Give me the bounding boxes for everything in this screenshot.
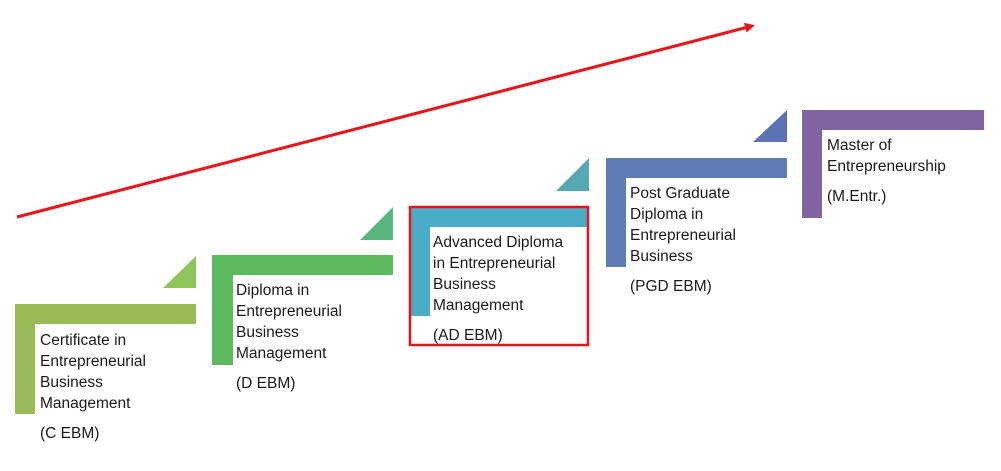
step-2-stem <box>212 255 233 365</box>
step-1-shape <box>15 256 196 414</box>
step-5-stem <box>802 110 822 218</box>
step-4-stem <box>606 158 626 267</box>
steps-layer <box>15 110 984 414</box>
step-4-top-bar <box>606 158 787 178</box>
step-3-title: Advanced Diploma in Entrepreneurial Busi… <box>433 234 564 314</box>
step-3-top-bar <box>410 207 588 227</box>
step-3-label: Advanced Diploma in Entrepreneurial Busi… <box>433 232 563 346</box>
step-4-label: Post Graduate Diploma in Entrepreneurial… <box>630 183 736 297</box>
step-2-top-bar <box>212 255 393 275</box>
step-1-label: Certificate in Entrepreneurial Business … <box>40 330 146 444</box>
step-2-title: Diploma in Entrepreneurial Business Mana… <box>236 282 342 362</box>
step-1-abbr: (C EBM) <box>40 425 100 442</box>
step-4-abbr: (PGD EBM) <box>630 278 712 295</box>
step-1-stem <box>15 304 35 414</box>
step-5-label: Master of Entrepreneurship (M.Entr.) <box>827 135 946 207</box>
step-1-top-bar <box>15 304 196 324</box>
step-1-title: Certificate in Entrepreneurial Business … <box>40 332 146 412</box>
step-5-shape <box>802 110 984 218</box>
step-3-shape <box>408 158 590 347</box>
step-2-shape <box>212 207 393 365</box>
step-3-stem <box>410 207 430 316</box>
step-3-triangle <box>556 158 589 191</box>
step-4-title: Post Graduate Diploma in Entrepreneurial… <box>630 185 736 265</box>
step-5-top-bar <box>802 110 984 130</box>
step-2-label: Diploma in Entrepreneurial Business Mana… <box>236 280 342 394</box>
progress-arrow <box>16 22 755 219</box>
step-5-title: Master of Entrepreneurship <box>827 137 946 175</box>
step-3-abbr: (AD EBM) <box>433 327 503 344</box>
step-4-triangle <box>753 110 787 142</box>
step-5-abbr: (M.Entr.) <box>827 188 887 205</box>
step-2-abbr: (D EBM) <box>236 375 296 392</box>
step-2-triangle <box>360 207 393 240</box>
step-4-shape <box>606 110 787 267</box>
step-1-triangle <box>163 256 196 288</box>
highlight-frame <box>408 205 590 347</box>
